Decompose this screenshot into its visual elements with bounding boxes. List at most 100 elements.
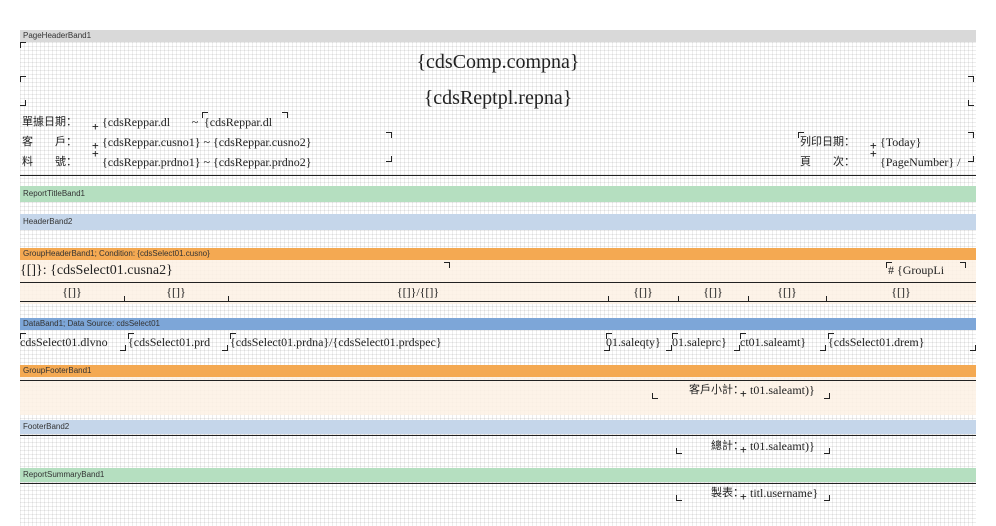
group-column-header[interactable]: {[]} xyxy=(166,285,186,299)
anchor-plus: + xyxy=(92,147,99,160)
corner-mark xyxy=(734,345,740,351)
corner-mark xyxy=(202,112,208,118)
group-footer-top-line xyxy=(20,380,976,381)
report-title-band[interactable]: ReportTitleBand1 xyxy=(20,186,976,204)
corner-mark xyxy=(798,132,804,138)
report-summary-band[interactable]: ReportSummaryBand1 製表： + titl.username} xyxy=(20,468,976,526)
band-title[interactable]: PageHeaderBand1 xyxy=(20,30,976,42)
corner-mark xyxy=(120,345,126,351)
company-name-field[interactable]: {cdsComp.compna} xyxy=(416,51,580,73)
anchor-plus: + xyxy=(870,147,877,160)
page-number-label[interactable]: 頁 次： xyxy=(800,155,855,168)
summary-top-line xyxy=(20,483,976,484)
data-field[interactable]: {cdsSelect01.prdna}/{cdsSelect01.prdspec… xyxy=(230,335,442,349)
group-column-header[interactable]: {[]} xyxy=(62,285,82,299)
corner-mark xyxy=(886,262,892,268)
group-header-top-line xyxy=(20,282,976,283)
anchor-plus: + xyxy=(870,139,877,152)
report-design-page: PageHeaderBand1 {cdsComp.compna} {cdsRep… xyxy=(20,30,976,526)
corner-mark xyxy=(970,345,976,351)
data-field[interactable]: ct01.saleamt} xyxy=(740,335,807,349)
group-footer-band[interactable]: GroupFooterBand1 客戶小計： + t01.saleamt)} xyxy=(20,365,976,415)
product-range-field[interactable]: {cdsReppar.prdno1} ~ {cdsReppar.prdno2} xyxy=(102,155,312,169)
corner-mark xyxy=(968,100,974,106)
corner-mark xyxy=(386,156,392,162)
anchor-plus: + xyxy=(740,387,747,400)
group-column-header[interactable]: {[]}/{[]} xyxy=(396,285,440,299)
band-title[interactable]: DataBand1; Data Source: cdsSelect01 xyxy=(20,318,976,330)
customer-range-field[interactable]: {cdsReppar.cusno1} ~ {cdsReppar.cusno2} xyxy=(102,135,312,149)
data-field[interactable]: 01.saleprc} xyxy=(672,335,727,349)
print-date-label[interactable]: 列印日期： xyxy=(800,135,855,148)
band-title[interactable]: FooterBand2 xyxy=(20,420,976,434)
footer-top-line xyxy=(20,435,976,436)
prepared-by-label[interactable]: 製表： xyxy=(711,486,744,499)
corner-mark xyxy=(230,333,236,339)
grand-total-field[interactable]: t01.saleamt)} xyxy=(750,439,815,453)
customer-subtotal-field[interactable]: t01.saleamt)} xyxy=(750,383,815,397)
band-title[interactable]: GroupFooterBand1 xyxy=(20,365,976,377)
corner-mark xyxy=(222,345,228,351)
group-header-band[interactable]: GroupHeaderBand1; Condition: {cdsSelect0… xyxy=(20,248,976,306)
corner-mark xyxy=(386,132,392,138)
group-header-bottom-line xyxy=(20,301,976,302)
footer-band-2[interactable]: FooterBand2 總計： + t01.saleamt)} xyxy=(20,420,976,464)
data-field[interactable]: {cdsSelect01.prd xyxy=(128,335,211,349)
corner-mark xyxy=(740,333,746,339)
page-number-field[interactable]: {PageNumber} / xyxy=(880,155,961,169)
corner-mark xyxy=(652,393,658,399)
data-field[interactable]: cdsSelect01.dlvno xyxy=(20,335,108,349)
date-tilde: ~ xyxy=(191,115,199,129)
header-band-2[interactable]: HeaderBand2 xyxy=(20,214,976,232)
corner-mark xyxy=(20,42,26,48)
group-column-header[interactable]: {[]} xyxy=(777,285,797,299)
corner-mark xyxy=(672,333,678,339)
data-field[interactable]: {cdsSelect01.drem} xyxy=(828,335,925,349)
print-date-field[interactable]: {Today} xyxy=(880,135,922,149)
prepared-by-field[interactable]: titl.username} xyxy=(750,486,819,500)
corner-mark xyxy=(820,345,826,351)
corner-mark xyxy=(676,495,682,501)
corner-mark xyxy=(20,76,26,82)
grand-total-label[interactable]: 總計： xyxy=(711,439,744,452)
corner-mark xyxy=(824,393,830,399)
group-column-header[interactable]: {[]} xyxy=(703,285,723,299)
product-label[interactable]: 料 號： xyxy=(22,155,77,168)
anchor-plus: + xyxy=(92,120,99,133)
band-title[interactable]: HeaderBand2 xyxy=(20,214,976,230)
date-to-field[interactable]: {cdsReppar.dl xyxy=(204,115,273,129)
report-name-field[interactable]: {cdsReptpl.repna} xyxy=(423,87,573,109)
group-line-field[interactable]: # {GroupLi xyxy=(888,263,945,277)
corner-mark xyxy=(824,495,830,501)
group-column-header[interactable]: {[]} xyxy=(891,285,911,299)
column-separator xyxy=(608,296,609,302)
doc-date-label[interactable]: 單據日期： xyxy=(22,115,77,128)
customer-label[interactable]: 客 戶： xyxy=(22,135,77,148)
corner-mark xyxy=(666,345,672,351)
band-title[interactable]: ReportTitleBand1 xyxy=(20,186,976,202)
band-title[interactable]: ReportSummaryBand1 xyxy=(20,468,976,482)
corner-mark xyxy=(20,333,26,339)
corner-mark xyxy=(960,262,966,268)
column-separator xyxy=(748,296,749,302)
corner-mark xyxy=(128,333,134,339)
corner-mark xyxy=(606,333,612,339)
corner-mark xyxy=(444,262,450,268)
page-header-band[interactable]: PageHeaderBand1 {cdsComp.compna} {cdsRep… xyxy=(20,30,976,178)
column-separator xyxy=(228,296,229,302)
data-band[interactable]: DataBand1; Data Source: cdsSelect01 cdsS… xyxy=(20,318,976,354)
group-column-header[interactable]: {[]} xyxy=(633,285,653,299)
corner-mark xyxy=(20,100,26,106)
corner-mark xyxy=(676,448,682,454)
date-from-field[interactable]: {cdsReppar.dl xyxy=(102,115,171,129)
corner-mark xyxy=(968,76,974,82)
band-title[interactable]: GroupHeaderBand1; Condition: {cdsSelect0… xyxy=(20,248,976,260)
column-separator xyxy=(124,296,125,302)
column-separator xyxy=(678,296,679,302)
data-field[interactable]: 01.saleqty} xyxy=(606,335,661,349)
customer-subtotal-label[interactable]: 客戶小計： xyxy=(689,383,744,396)
group-customer-field[interactable]: {[]}: {cdsSelect01.cusna2} xyxy=(20,263,173,278)
corner-mark xyxy=(282,112,288,118)
header-bottom-line xyxy=(20,175,976,176)
corner-mark xyxy=(824,448,830,454)
